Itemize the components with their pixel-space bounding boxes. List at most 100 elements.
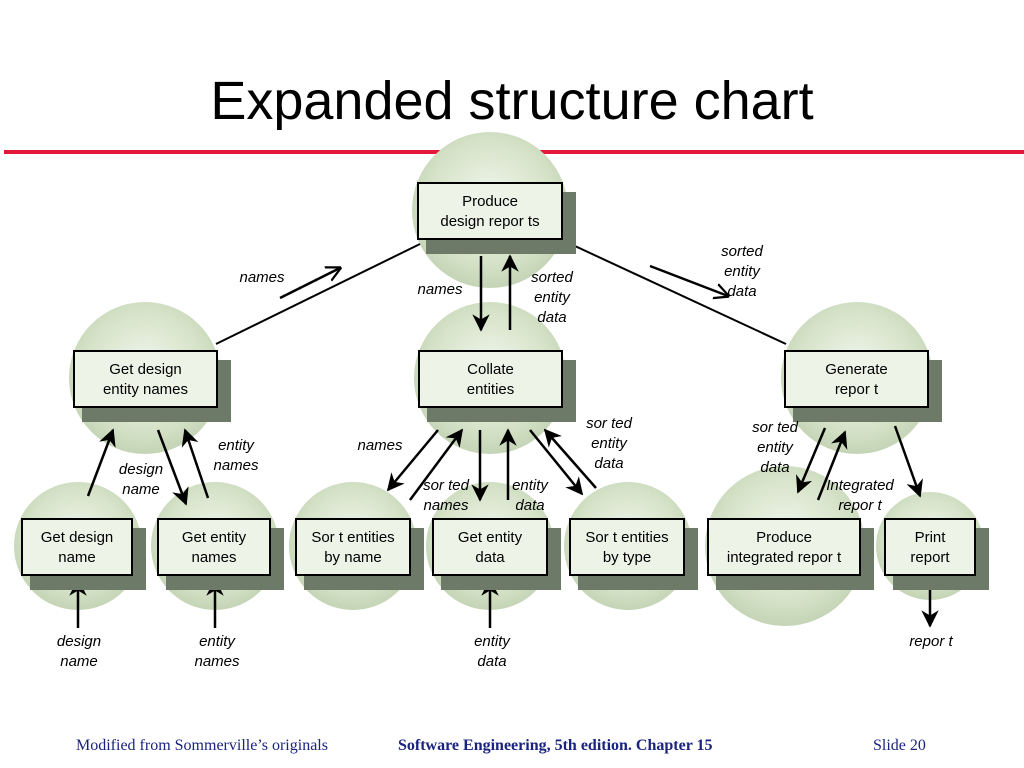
process-box-label: Print (915, 529, 947, 546)
node-produce-integrated: Produce integrated repor t (707, 518, 874, 590)
flow-label-text: Integrated (826, 477, 894, 494)
connector-produce-get-names (215, 243, 421, 345)
flow-label-text: sor ted (586, 415, 633, 432)
flow-label-text: entity (534, 289, 571, 306)
node-get-entity-data: Get entity data (432, 518, 561, 590)
label-names-top: names (239, 269, 285, 286)
process-box-label: name (58, 549, 96, 566)
footer-slide-number: Slide 20 (873, 737, 926, 754)
process-box-label: integrated repor t (727, 549, 842, 566)
flow-label-text: sorted (531, 269, 573, 286)
flow-arrow (386, 429, 439, 492)
flow-label-text: data (477, 653, 506, 670)
flow-label-text: data (760, 459, 789, 476)
flow-arrow (86, 428, 116, 497)
flow-label-text: entity (757, 439, 794, 456)
flow-label-text: name (60, 653, 98, 670)
flow-label-text: data (537, 309, 566, 326)
flow-label-text: entity (724, 263, 761, 280)
flow-label-text: entity (218, 437, 255, 454)
process-box (157, 518, 271, 576)
flow-label-text: entity (199, 633, 236, 650)
flow-arrow (649, 264, 728, 296)
process-box-label: design repor ts (440, 213, 539, 230)
flow-label-text: names (417, 281, 463, 298)
flow-arrow (156, 429, 189, 506)
flow-arrow (408, 428, 464, 501)
process-box (884, 518, 976, 576)
label-sorted-entity-data-gen: sor ted entity data (752, 419, 799, 476)
connector-lines (215, 239, 787, 345)
flow-label-text: data (727, 283, 756, 300)
process-box-label: Sor t entities (311, 529, 394, 546)
process-box (432, 518, 548, 576)
process-box (569, 518, 685, 576)
process-box-label: Get entity (182, 529, 247, 546)
flow-label-text: names (357, 437, 403, 454)
flow-label-text: names (423, 497, 469, 514)
flow-arrow (543, 428, 597, 489)
flow-label-text: sorted (721, 243, 763, 260)
process-box (295, 518, 411, 576)
process-box-label: entities (467, 381, 515, 398)
label-sorted-names: sor ted names (423, 477, 470, 514)
connector-produce-generate (561, 239, 787, 345)
flow-label-text: entity (512, 477, 549, 494)
process-box (418, 350, 563, 408)
flow-label-text: data (594, 455, 623, 472)
process-box-label: Get design (109, 361, 182, 378)
process-box-label: repor t (835, 381, 879, 398)
slide-footer: Modified from Sommerville’s originals So… (0, 737, 1024, 761)
node-collate: Collate entities (418, 350, 576, 422)
flow-arrow (796, 427, 827, 494)
flow-label-text: names (213, 457, 259, 474)
process-box (73, 350, 218, 408)
node-generate: Generate repor t (784, 350, 942, 422)
process-box-label: Produce (462, 193, 518, 210)
label-entity-names: entity names (213, 437, 259, 474)
flow-label-text: sor ted (752, 419, 799, 436)
node-print: Print report (884, 518, 989, 590)
label-sorted-right: sorted entity data (721, 243, 763, 300)
flow-label-text: sor ted (423, 477, 470, 494)
process-box (21, 518, 133, 576)
flow-arrow (529, 429, 584, 496)
process-box-label: report (910, 549, 950, 566)
label-names-mid: names (417, 281, 463, 298)
process-box-label: names (191, 549, 236, 566)
process-boxes: Produce design repor ts Get design entity … (21, 182, 989, 590)
slide-title: Expanded structure chart (210, 71, 814, 131)
label-in-design-name: design name (57, 633, 101, 670)
process-box-label: Generate (825, 361, 888, 378)
process-box (417, 182, 563, 240)
process-box-label: Collate (467, 361, 514, 378)
process-box-label: Sor t entities (585, 529, 668, 546)
flow-arrows (69, 254, 939, 628)
node-get-entity-names: Get entity names (157, 518, 284, 590)
flow-arrow (181, 428, 210, 499)
footer-left-text: Modified from Sommerville’s originals (76, 737, 328, 754)
process-box (784, 350, 929, 408)
label-out-report: repor t (909, 633, 953, 650)
node-produce: Produce design repor ts (417, 182, 576, 254)
label-names-collate: names (357, 437, 403, 454)
process-box-label: data (475, 549, 505, 566)
footer-book-title: Software Engineering, 5th edition. Chapt… (398, 737, 713, 754)
flow-label-text: design (57, 633, 101, 650)
flow-label-text: repor t (909, 633, 953, 650)
process-box-label: Get entity (458, 529, 523, 546)
flow-label-text: name (122, 481, 160, 498)
flow-label-text: names (194, 653, 240, 670)
process-box-label: Produce (756, 529, 812, 546)
flow-label-text: names (239, 269, 285, 286)
flow-label-text: design (119, 461, 163, 478)
